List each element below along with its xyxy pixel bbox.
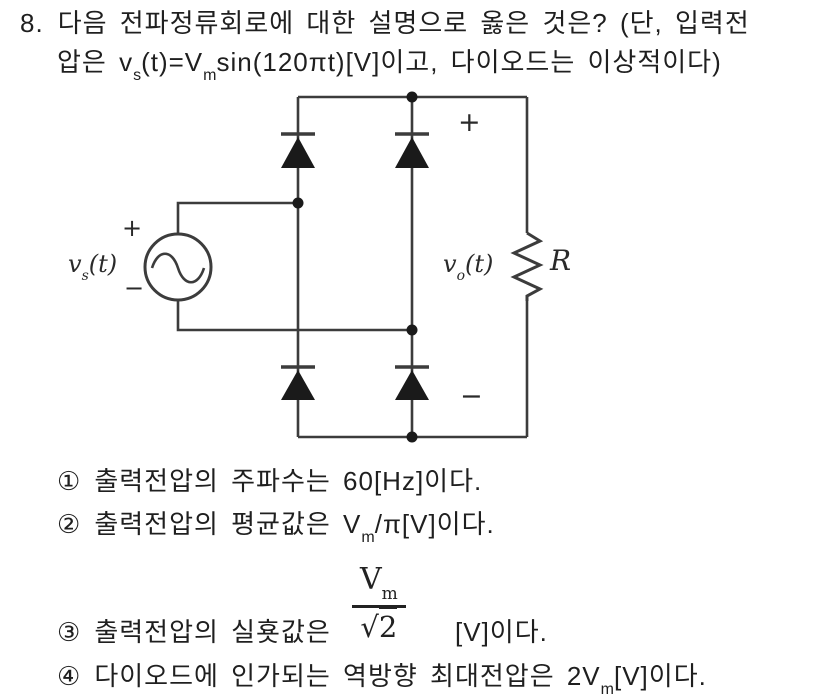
- sub-m: m: [381, 584, 398, 604]
- output-voltage-label: vo(t): [443, 250, 494, 284]
- node-dot-right: [406, 324, 418, 336]
- wire-source-top: [176, 201, 298, 234]
- rms-fraction: Vm √2: [352, 558, 406, 644]
- diode1-triangle: [281, 137, 315, 168]
- sub-m: m: [203, 67, 217, 85]
- option-1: ① 출력전압의 주파수는 60[Hz]이다.: [57, 466, 482, 496]
- sub-o: o: [456, 267, 465, 284]
- node-dot-left: [292, 197, 304, 209]
- source-minus-sign: −: [124, 274, 145, 302]
- sub-m: m: [361, 529, 375, 547]
- sub-s: s: [81, 267, 89, 284]
- option-4-number: ④: [57, 661, 82, 691]
- sub-m: m: [600, 681, 614, 699]
- resistor-zigzag: [510, 231, 544, 301]
- node-dot-bottom: [406, 431, 418, 443]
- option-3-unit: [V]이다.: [455, 617, 548, 647]
- question-line-2: 압은 vs(t)=Vmsin(120πt)[V]이고, 다이오드는 이상적이다): [57, 47, 722, 85]
- fraction-numerator: Vm: [352, 558, 406, 608]
- fraction-denominator: √2: [352, 607, 406, 644]
- question-text-line1: 다음 전파정류회로에 대한 설명으로 옳은 것은? (단, 입력전: [57, 8, 750, 38]
- sub-s: s: [133, 67, 142, 85]
- output-minus-sign: −: [460, 381, 483, 412]
- output-plus-sign: +: [458, 107, 481, 138]
- node-dot-top: [406, 91, 418, 103]
- wire-source-bottom: [176, 300, 412, 332]
- sine-wave-icon: [150, 252, 206, 284]
- question-line-1: 8. 다음 전파정류회로에 대한 설명으로 옳은 것은? (단, 입력전: [20, 8, 750, 38]
- option-2-number: ②: [57, 509, 82, 539]
- option-1-number: ①: [57, 466, 82, 496]
- source-plus-sign: +: [122, 214, 143, 242]
- option-1-text: 출력전압의 주파수는 60[Hz]이다.: [94, 466, 483, 496]
- radical-sign: √: [360, 610, 379, 644]
- bridge-rectifier-circuit: [143, 91, 544, 443]
- question-number: 8.: [20, 8, 44, 38]
- diode4-triangle: [395, 370, 429, 400]
- resistor-label: R: [550, 244, 572, 277]
- option-3-number: ③: [57, 617, 82, 647]
- source-voltage-label: vs(t): [68, 250, 118, 284]
- diode2-triangle: [395, 137, 429, 168]
- diode3-triangle: [281, 370, 315, 400]
